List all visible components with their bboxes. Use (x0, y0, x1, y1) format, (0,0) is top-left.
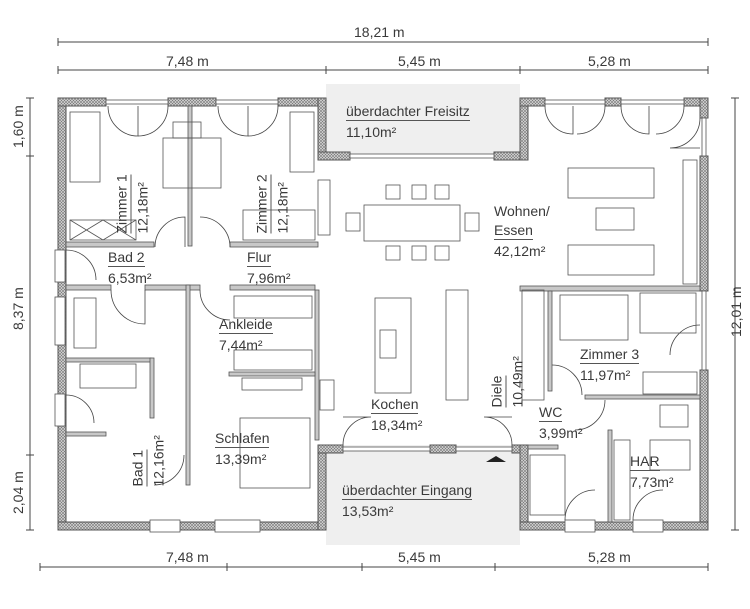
room-area: 7,73m² (630, 474, 674, 490)
dim-bottom-seg-1: 7,48 m (166, 549, 209, 565)
room-area: 7,44m² (219, 337, 263, 353)
dim-right-total: 12,01 m (728, 286, 744, 337)
entrance-arrow-icon (486, 456, 506, 462)
room-bad-1: Bad 1 12,16m² (129, 401, 167, 487)
room-name: Zimmer 3 (580, 346, 640, 364)
room-name: Bad 2 (108, 249, 145, 267)
room-bad-2: Bad 2 6,53m² (108, 249, 152, 286)
room-area: 13,53m² (342, 503, 394, 519)
room-har: HAR 7,73m² (630, 453, 674, 490)
room-area: 10,49m² (509, 356, 526, 408)
room-zimmer-1: Zimmer 1 12,18m² (113, 134, 151, 234)
room-name: WC (539, 404, 563, 422)
room-name: Zimmer 1 (113, 174, 132, 234)
room-name: Bad 1 (129, 449, 148, 487)
room-area: 42,12m² (494, 243, 546, 259)
room-area: 12,18m² (134, 182, 151, 234)
room-schlafen: Schlafen 13,39m² (215, 430, 270, 467)
room-name: Diele (488, 375, 507, 408)
room-name: überdachter Freisitz (346, 103, 470, 121)
room-name-2: Essen (494, 222, 533, 240)
room-flur: Flur 7,96m² (247, 249, 291, 286)
room-name: Zimmer 2 (253, 174, 272, 234)
dim-left-seg-1: 1,60 m (10, 105, 26, 148)
dim-bottom-seg-2: 5,45 m (398, 549, 441, 565)
room-eingang: überdachter Eingang 13,53m² (342, 482, 472, 519)
dim-left-seg-2: 8,37 m (10, 287, 26, 330)
dim-bottom-seg-3: 5,28 m (588, 549, 631, 565)
room-area: 6,53m² (108, 270, 152, 286)
room-name: Schlafen (215, 430, 270, 448)
room-area: 3,99m² (539, 425, 583, 441)
room-name: Kochen (371, 396, 419, 414)
room-area: 18,34m² (371, 417, 423, 433)
windows (54, 99, 707, 533)
room-wohnen-essen: Wohnen/ Essen 42,12m² (494, 203, 550, 259)
room-name: HAR (630, 453, 660, 471)
room-area: 11,97m² (580, 367, 631, 383)
dimension-lines (26, 38, 739, 571)
furniture (69, 111, 698, 521)
room-area: 12,16m² (150, 435, 167, 487)
room-area: 11,10m² (346, 124, 397, 140)
room-wc: WC 3,99m² (539, 404, 583, 441)
room-zimmer-3: Zimmer 3 11,97m² (580, 346, 640, 383)
room-zimmer-2: Zimmer 2 12,18m² (253, 134, 291, 234)
dim-left-seg-3: 2,04 m (10, 471, 26, 514)
room-name: Wohnen/ (494, 203, 550, 219)
room-area: 13,39m² (215, 451, 267, 467)
dim-top-seg-2: 5,45 m (398, 53, 441, 69)
room-area: 12,18m² (274, 182, 291, 234)
room-name: Flur (247, 249, 272, 267)
room-name: überdachter Eingang (342, 482, 472, 500)
dim-top-seg-3: 5,28 m (588, 53, 631, 69)
room-ankleide: Ankleide 7,44m² (219, 316, 273, 353)
interior-walls (65, 105, 701, 523)
room-kochen: Kochen 18,34m² (371, 396, 422, 433)
dim-top-seg-1: 7,48 m (166, 53, 209, 69)
room-freisitz: überdachter Freisitz 11,10m² (346, 103, 470, 140)
dim-top-total: 18,21 m (354, 24, 405, 40)
door-swings (65, 105, 701, 521)
room-diele: Diele 10,49m² (488, 318, 526, 408)
room-area: 7,96m² (247, 270, 291, 286)
room-name: Ankleide (219, 316, 273, 334)
